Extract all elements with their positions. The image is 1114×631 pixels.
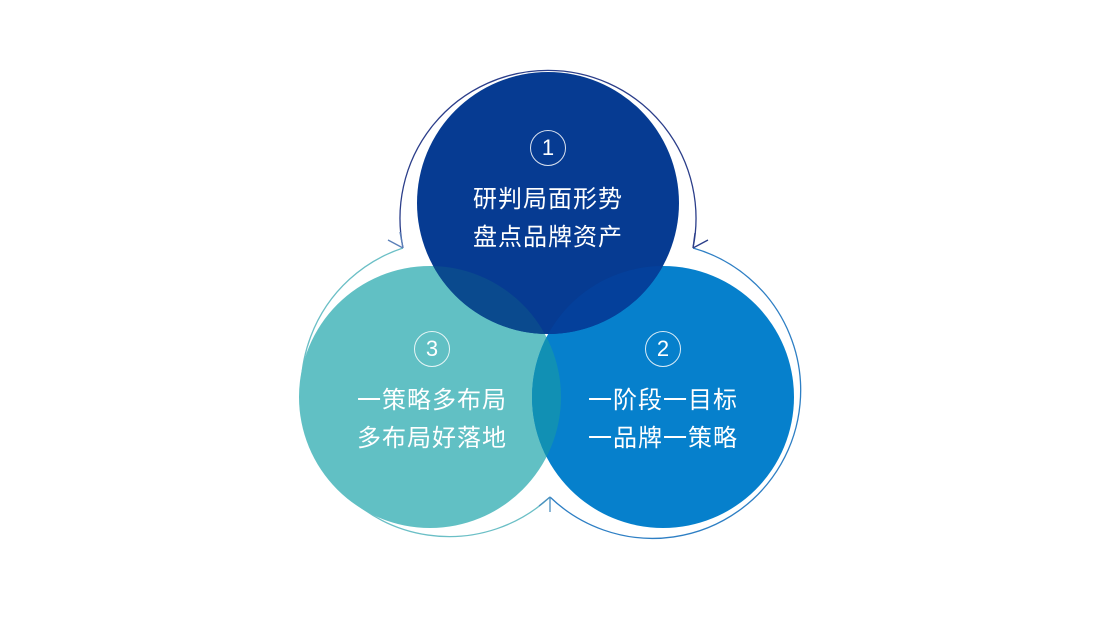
circle-2-label: 2 一阶段一目标 一品牌一策略 <box>563 331 763 457</box>
circle-2-line-2: 一品牌一策略 <box>588 424 738 452</box>
number-badge-1: 1 <box>530 130 566 166</box>
circle-3-label: 3 一策略多布局 多布局好落地 <box>332 331 532 457</box>
circle-3-line-2: 多布局好落地 <box>357 424 507 452</box>
arrowhead-bottom-icon <box>538 496 551 512</box>
circle-1-label: 1 研判局面形势 盘点品牌资产 <box>448 130 648 256</box>
circle-1-line-1: 研判局面形势 <box>473 185 623 213</box>
arrowhead-left-icon <box>387 231 404 249</box>
arrowhead-right-icon <box>692 232 709 249</box>
arc-2 <box>549 247 802 539</box>
circle-3 <box>299 266 561 528</box>
circle-1-line-2: 盘点品牌资产 <box>473 223 623 251</box>
circle-1 <box>417 72 679 334</box>
number-badge-2: 2 <box>645 331 681 367</box>
circle-2-line-1: 一阶段一目标 <box>588 386 738 414</box>
circle-2 <box>532 266 794 528</box>
number-badge-3: 3 <box>414 331 450 367</box>
arc-1 <box>399 69 697 249</box>
circle-3-line-1: 一策略多布局 <box>357 386 507 414</box>
